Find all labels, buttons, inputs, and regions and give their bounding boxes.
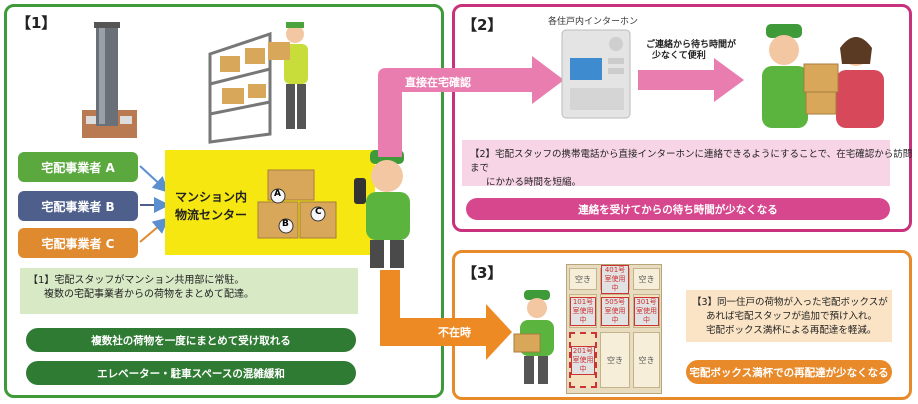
locker-cell: 401号室使用中	[600, 264, 630, 294]
locker-cell: 空き	[633, 332, 660, 388]
panel-3-title: 【3】	[462, 264, 503, 282]
intercom-label: 各住戸内インターホン	[548, 17, 639, 27]
locker-cell-highlighted: 201号室使用中	[569, 332, 597, 388]
locker-cell: 空き	[569, 268, 597, 290]
carrier-a-box: 宅配事業者 A	[18, 152, 138, 182]
direct-check-label: 直接在宅確認	[405, 76, 471, 89]
panel-2-note-box	[462, 140, 890, 186]
locker-cell: 301号室使用中	[633, 294, 660, 328]
box-label-a: A	[274, 189, 281, 199]
panel-2	[452, 4, 912, 232]
locker-cell: 505号室使用中	[600, 294, 630, 328]
panel-1-title: 【1】	[16, 14, 57, 32]
carrier-c-box: 宅配事業者 C	[18, 228, 138, 258]
delivery-staff-box-icon	[513, 290, 554, 384]
panel-2-note: 【2】宅配スタッフの携帯電話から直接インターホンに連絡できるようにすることで、在…	[470, 149, 913, 188]
logistics-center-label: マンション内 物流センター	[175, 190, 248, 222]
benefit-pill-1: 複数社の荷物を一度にまとめて受け取れる	[26, 328, 356, 352]
intercom-device-icon	[561, 29, 631, 119]
intercom-to-resident-arrow	[638, 58, 744, 102]
panel-3-note: 【3】同一住戸の荷物が入った宅配ボックスが あれば宅配スタッフが追加で預け入れ。…	[692, 297, 888, 336]
delivery-staff-phone-icon	[354, 150, 410, 268]
panel-3-benefit-pill: 宅配ボックス満杯での再配達が少なくなる	[686, 360, 892, 384]
locker-cell: 空き	[633, 268, 660, 290]
box-label-c: C	[315, 207, 322, 217]
panel-2-title: 【2】	[462, 16, 503, 34]
absent-arrow	[380, 270, 512, 360]
carrier-arrows	[139, 165, 170, 243]
locker-cell: 空き	[600, 332, 630, 388]
absent-label: 不在時	[438, 326, 471, 339]
benefit-pill-2: エレベーター・駐車スペースの混雑緩和	[26, 361, 356, 385]
panel-1-note-box	[20, 268, 358, 314]
panel-1-note: 【1】宅配スタッフがマンション共用部に常駐。 複数の宅配事業者からの荷物をまとめ…	[28, 275, 254, 300]
callout-text: ご連絡から待ち時間が 少なくて便利	[646, 40, 737, 61]
carrier-b-box: 宅配事業者 B	[18, 191, 138, 221]
staff-resident-handover-icon	[762, 24, 884, 128]
warehouse-shelf-worker-icon	[208, 22, 308, 144]
direct-check-arrow	[378, 56, 564, 157]
package-boxes-icon	[257, 169, 337, 239]
panel-3-note-box	[686, 290, 892, 342]
panel-2-benefit-pill: 連絡を受けてからの待ち時間が少なくなる	[466, 198, 890, 220]
locker-cell: 101号室使用中	[569, 294, 597, 328]
tower-building-icon	[82, 22, 137, 138]
box-label-b: B	[282, 219, 289, 229]
